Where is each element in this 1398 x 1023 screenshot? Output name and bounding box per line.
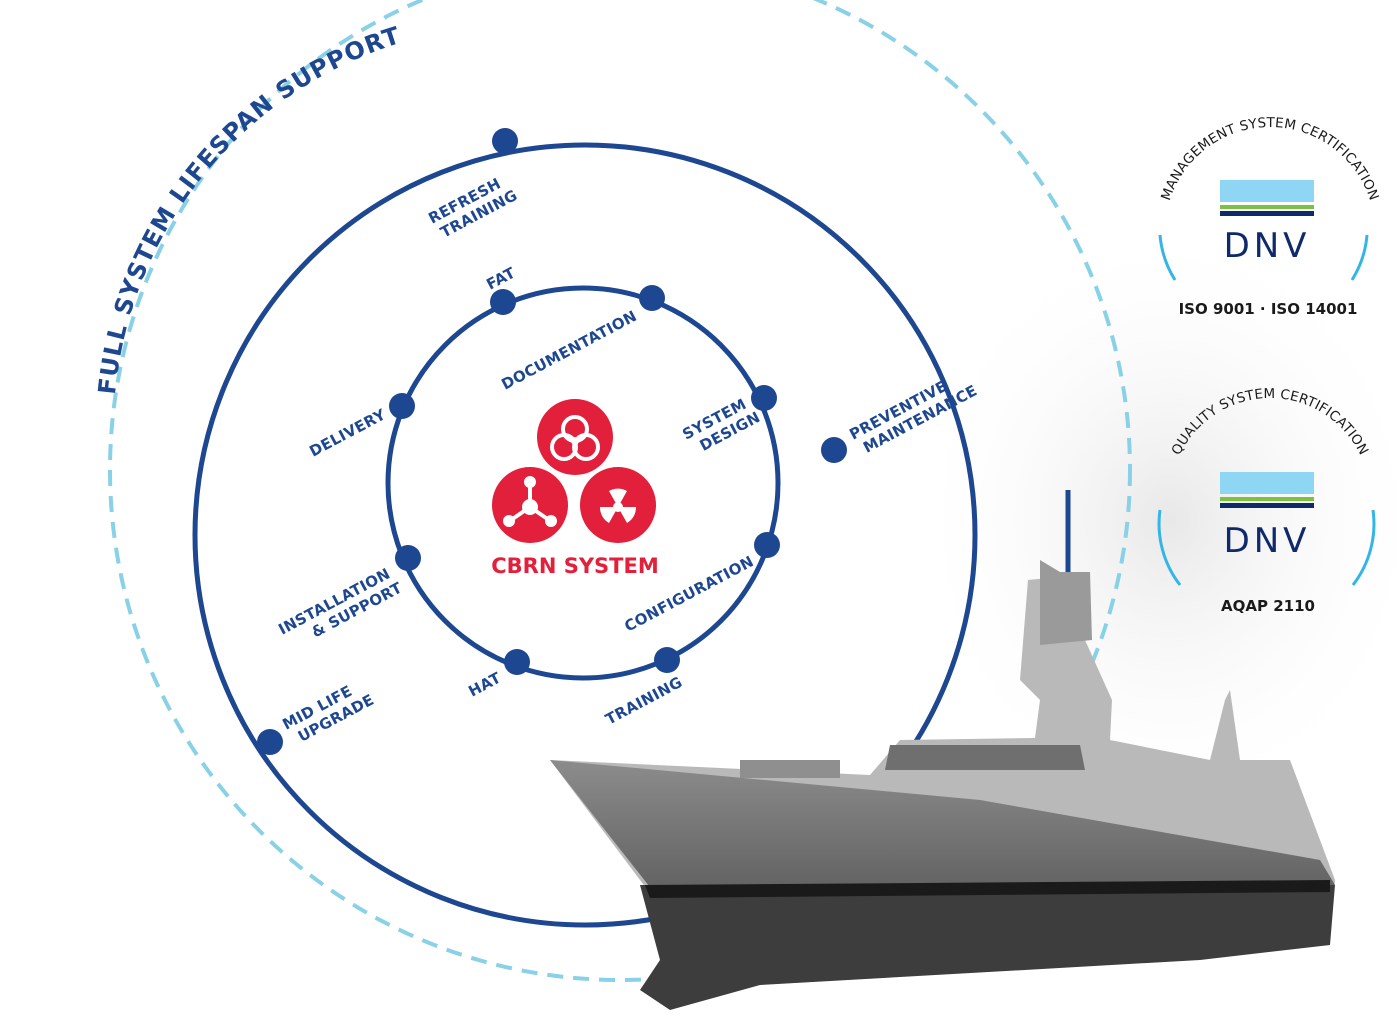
lifespan-dashed-ring xyxy=(108,0,1132,982)
radiation-icon xyxy=(580,467,656,543)
inner-ring xyxy=(385,285,781,681)
label-delivery: DELIVERY xyxy=(306,405,389,461)
biohazard-icon xyxy=(537,399,613,475)
label-documentation: DOCUMENTATION xyxy=(498,307,639,394)
label-training: TRAINING xyxy=(602,673,685,729)
dnv-logo-text: DNV xyxy=(1224,226,1311,266)
node-preventive-maintenance xyxy=(821,437,847,463)
node-configuration xyxy=(754,532,780,558)
chemical-icon xyxy=(492,467,568,543)
node-installation-support xyxy=(395,545,421,571)
cert-management-standards: ISO 9001 · ISO 14001 xyxy=(1179,300,1358,318)
node-hat xyxy=(504,649,530,675)
node-system-design xyxy=(751,385,777,411)
node-training xyxy=(654,647,680,673)
node-documentation xyxy=(639,285,665,311)
cert-quality-standards: AQAP 2110 xyxy=(1221,597,1315,615)
node-mid-life-upgrade xyxy=(257,729,283,755)
frigate-image xyxy=(550,490,1335,1010)
node-delivery xyxy=(389,393,415,419)
label-fat: FAT xyxy=(483,263,518,293)
label-mid-life-upgrade: MID LIFE UPGRADE xyxy=(279,682,377,746)
label-hat: HAT xyxy=(465,668,504,700)
outer-ring xyxy=(192,142,978,928)
dnv-logo-sky-2 xyxy=(1220,472,1314,494)
label-installation-support: INSTALLATION & SUPPORT xyxy=(275,564,405,641)
cbrn-title: CBRN SYSTEM xyxy=(491,554,659,578)
node-refresh-training xyxy=(492,128,518,154)
label-system-design: SYSTEM DESIGN xyxy=(679,395,763,455)
dnv-logo-sky xyxy=(1220,180,1314,202)
dnv-logo-text-2: DNV xyxy=(1224,521,1311,561)
label-refresh-training: REFRESH TRAINING xyxy=(425,174,520,241)
node-fat xyxy=(490,289,516,315)
